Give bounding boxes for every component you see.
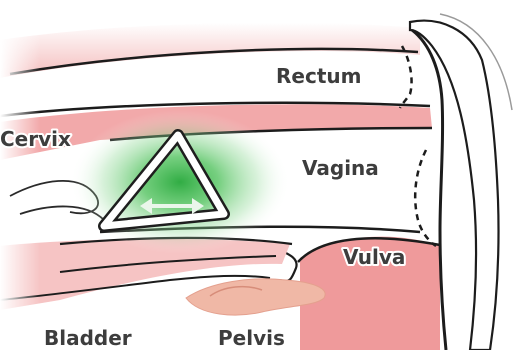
label-cervix: Cervix (0, 127, 71, 151)
label-pelvis: Pelvis (218, 326, 285, 350)
label-vulva: Vulva (343, 245, 405, 269)
left-fade (0, 0, 40, 350)
label-vagina: Vagina (302, 156, 379, 180)
label-rectum: Rectum (276, 64, 361, 88)
label-bladder: Bladder (44, 326, 132, 350)
